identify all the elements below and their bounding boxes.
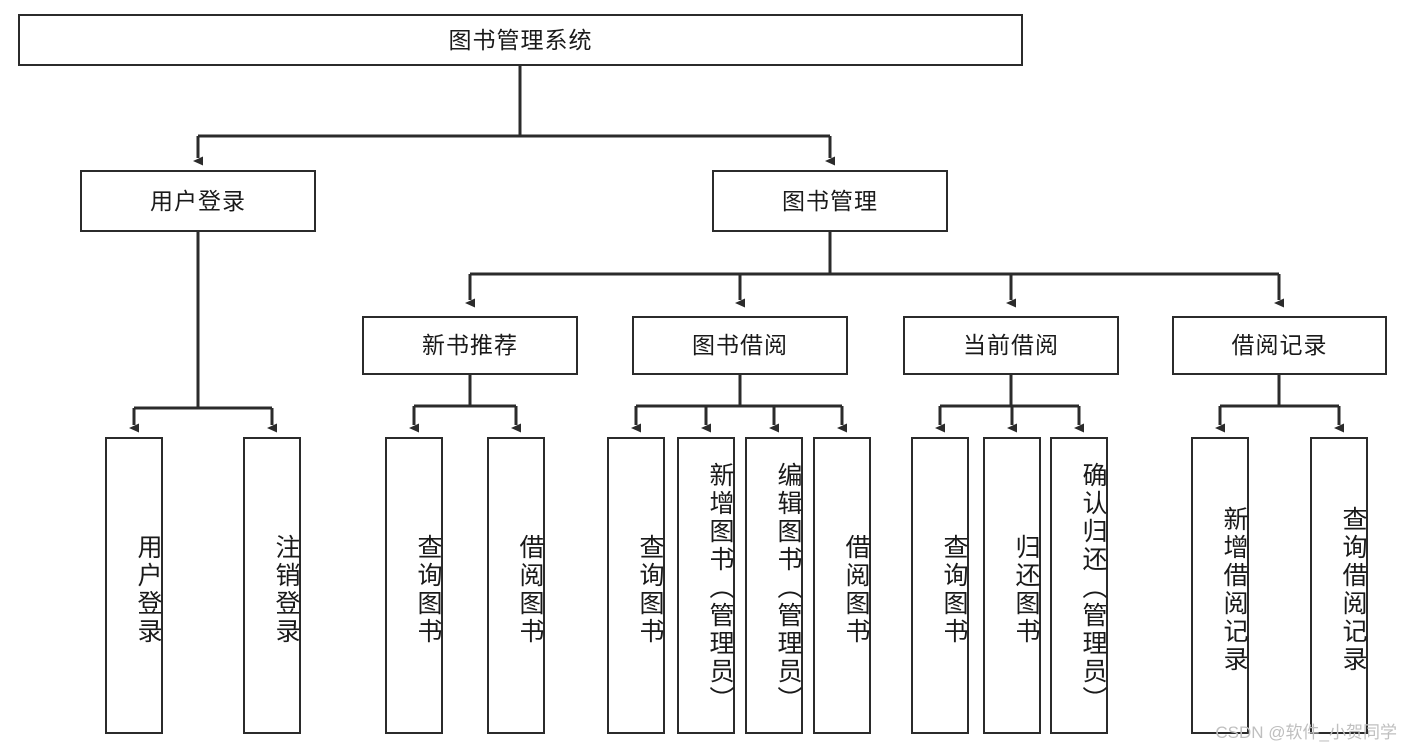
leaf-confirm-return-label: 确认归还（管理员） xyxy=(1079,461,1107,714)
leaf-user-logout-label: 注销登录 xyxy=(272,533,300,646)
leaf-query-book-rec[interactable]: 查询图书 xyxy=(385,437,443,734)
leaf-add-record-label: 新增借阅记录 xyxy=(1220,505,1248,674)
node-borrow-record[interactable]: 借阅记录 xyxy=(1172,316,1387,375)
leaf-add-book[interactable]: 新增图书（管理员） xyxy=(677,437,735,734)
leaf-add-record[interactable]: 新增借阅记录 xyxy=(1191,437,1249,734)
node-new-book-rec[interactable]: 新书推荐 xyxy=(362,316,578,375)
leaf-return-book[interactable]: 归还图书 xyxy=(983,437,1041,734)
leaf-query-book-borrow-label: 查询图书 xyxy=(636,533,664,646)
leaf-query-record[interactable]: 查询借阅记录 xyxy=(1310,437,1368,734)
leaf-query-record-label: 查询借阅记录 xyxy=(1339,505,1367,674)
node-user-login[interactable]: 用户登录 xyxy=(80,170,316,232)
leaf-edit-book[interactable]: 编辑图书（管理员） xyxy=(745,437,803,734)
leaf-return-book-label: 归还图书 xyxy=(1012,533,1040,646)
leaf-borrow-book-rec-label: 借阅图书 xyxy=(516,533,544,646)
leaf-user-login[interactable]: 用户登录 xyxy=(105,437,163,734)
node-new-book-rec-label: 新书推荐 xyxy=(422,332,518,359)
node-borrow-record-label: 借阅记录 xyxy=(1231,332,1328,359)
leaf-borrow-book-rec[interactable]: 借阅图书 xyxy=(487,437,545,734)
node-book-manage-label: 图书管理 xyxy=(782,187,878,214)
node-root[interactable]: 图书管理系统 xyxy=(18,14,1023,66)
node-book-borrow[interactable]: 图书借阅 xyxy=(632,316,848,375)
leaf-query-book-current-label: 查询图书 xyxy=(940,533,968,646)
leaf-query-book-rec-label: 查询图书 xyxy=(414,533,442,646)
node-book-borrow-label: 图书借阅 xyxy=(692,332,788,359)
node-current-borrow-label: 当前借阅 xyxy=(963,332,1059,359)
csdn-watermark: CSDN @软件_小贺同学 xyxy=(1215,723,1397,742)
node-current-borrow[interactable]: 当前借阅 xyxy=(903,316,1119,375)
leaf-add-book-label: 新增图书（管理员） xyxy=(706,461,734,714)
leaf-edit-book-label: 编辑图书（管理员） xyxy=(774,461,802,714)
node-user-login-label: 用户登录 xyxy=(150,187,246,214)
node-book-manage[interactable]: 图书管理 xyxy=(712,170,948,232)
leaf-query-book-borrow[interactable]: 查询图书 xyxy=(607,437,665,734)
node-root-label: 图书管理系统 xyxy=(448,26,593,53)
leaf-borrow-book[interactable]: 借阅图书 xyxy=(813,437,871,734)
leaf-borrow-book-label: 借阅图书 xyxy=(842,533,870,646)
leaf-query-book-current[interactable]: 查询图书 xyxy=(911,437,969,734)
leaf-user-logout[interactable]: 注销登录 xyxy=(243,437,301,734)
leaf-user-login-label: 用户登录 xyxy=(134,533,162,646)
leaf-confirm-return[interactable]: 确认归还（管理员） xyxy=(1050,437,1108,734)
